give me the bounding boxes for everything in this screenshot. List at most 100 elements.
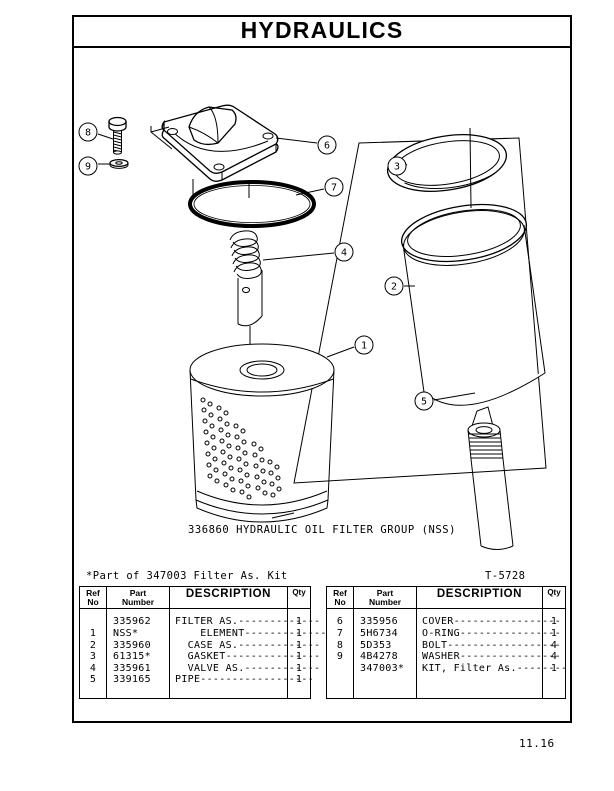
callout-label: 4: [341, 248, 347, 259]
table-header-row: Ref No Part Number DESCRIPTION Qty: [327, 587, 565, 610]
table-cell-description: VALVE AS.------------: [175, 662, 321, 674]
callout-5[interactable]: 5: [414, 391, 476, 411]
table-cell-part: 347003*: [360, 662, 405, 674]
table-cell-part: 5D353: [360, 639, 392, 651]
column-description: FILTER AS.------------- ELEMENT---------…: [169, 608, 334, 698]
table-cell-ref: 1: [89, 627, 97, 639]
exploded-parts-diagram: 8 9 6 7 4 1: [72, 48, 572, 553]
table-cell-ref: 8: [336, 639, 344, 651]
table-cell-part: 335960: [113, 639, 151, 651]
callout-2[interactable]: 2: [384, 276, 415, 296]
callout-label: 8: [85, 128, 91, 139]
table-cell-part: 335961: [113, 662, 151, 674]
callout-label: 6: [324, 141, 330, 152]
page-header: HYDRAULICS: [72, 15, 572, 48]
table-cell-part: 5H6734: [360, 627, 398, 639]
table-cell-ref: 7: [336, 627, 344, 639]
callout-label: 5: [421, 397, 427, 408]
table-cell-description: ELEMENT--------------: [175, 627, 334, 639]
table-cell-ref: 3: [89, 651, 97, 663]
drawing-number: T-5728: [485, 570, 526, 582]
kit-footnote: *Part of 347003 Filter As. Kit: [86, 570, 288, 582]
table-cell-ref: 9: [336, 651, 344, 663]
header-qty: Qty: [287, 587, 310, 610]
header-ref-no: Ref No: [327, 587, 354, 610]
callout-8[interactable]: 8: [78, 122, 114, 142]
washer-part: [109, 158, 129, 169]
table-cell-qty: 1: [550, 662, 558, 674]
callout-label: 1: [361, 341, 367, 352]
table-cell-ref: [327, 663, 353, 675]
header-description: DESCRIPTION: [169, 587, 288, 610]
table-cell-part: 61315*: [113, 651, 151, 663]
table-header-row: Ref No Part Number DESCRIPTION Qty: [80, 587, 310, 610]
parts-table-left: Ref No Part Number DESCRIPTION Qty: [79, 586, 334, 699]
table-cell-qty: 1: [295, 639, 303, 651]
table-cell-description: WASHER----------------: [422, 651, 562, 663]
callout-label: 2: [391, 282, 397, 293]
callout-4[interactable]: 4: [262, 242, 354, 262]
callout-7[interactable]: 7: [295, 177, 344, 197]
table-cell-qty: 1: [550, 616, 558, 628]
table-cell-description: O-RING----------------: [422, 627, 562, 639]
bolt-part: [108, 116, 127, 155]
table-cell-description: COVER-----------------: [422, 616, 562, 628]
callout-1[interactable]: 1: [326, 335, 374, 358]
callout-label: 3: [394, 162, 400, 173]
table-cell-ref: 5: [89, 674, 97, 686]
table-cell-description: CASE AS.-------------: [175, 639, 321, 651]
parts-table-right: Ref No Part Number DESCRIPTION Qty: [326, 586, 568, 699]
table-cell-qty: 1: [295, 674, 303, 686]
callout-label: 9: [85, 162, 91, 173]
table-cell-ref: 4: [89, 662, 97, 674]
diagram-caption: 336860 HYDRAULIC OIL FILTER GROUP (NSS): [188, 524, 456, 536]
table-cell-ref: [80, 616, 106, 628]
pipe-part: [467, 422, 514, 550]
table-cell-ref: 2: [89, 639, 97, 651]
page-title: HYDRAULICS: [240, 17, 404, 43]
page-number: 11.16: [519, 737, 555, 750]
table-cell-qty: 1: [550, 627, 558, 639]
cover-part: [150, 104, 279, 198]
column-description: COVER-----------------O-RING------------…: [416, 608, 568, 698]
callout-label: 7: [331, 183, 337, 194]
gasket-part: [386, 134, 508, 192]
table-cell-part: 335962: [113, 616, 151, 628]
table-cell-description: FILTER AS.-------------: [175, 616, 321, 628]
table-cell-description: BOLT------------------: [422, 639, 562, 651]
table-cell-qty: 1: [295, 651, 303, 663]
header-ref-no: Ref No: [80, 587, 107, 610]
callout-9[interactable]: 9: [78, 156, 110, 176]
case-assembly-part: [400, 127, 546, 430]
table-cell-part: 4B4278: [360, 651, 398, 663]
callout-6[interactable]: 6: [275, 135, 337, 155]
table-cell-description: GASKET---------------: [175, 651, 321, 663]
table-cell-part: 335956: [360, 616, 398, 628]
table-cell-description: PIPE------------------: [175, 674, 315, 686]
table-cell-description: KIT, Filter As.--------: [422, 662, 568, 674]
table-cell-qty: 1: [295, 662, 303, 674]
o-ring-part: [188, 180, 316, 228]
table-cell-qty: 4: [550, 639, 558, 651]
table-cell-qty: 1: [295, 616, 303, 628]
table-cell-part: 339165: [113, 674, 151, 686]
table-cell-qty: 4: [550, 651, 558, 663]
filter-element-part: [189, 343, 335, 523]
header-description: DESCRIPTION: [416, 587, 543, 610]
callout-3[interactable]: 3: [387, 156, 408, 176]
table-cell-ref: 6: [336, 616, 344, 628]
page-border: [72, 15, 572, 723]
header-part-number: Part Number: [106, 587, 170, 610]
table-cell-part: NSS*: [113, 627, 139, 639]
table-cell-qty: 1: [295, 627, 303, 639]
header-part-number: Part Number: [353, 587, 417, 610]
header-qty: Qty: [542, 587, 565, 610]
